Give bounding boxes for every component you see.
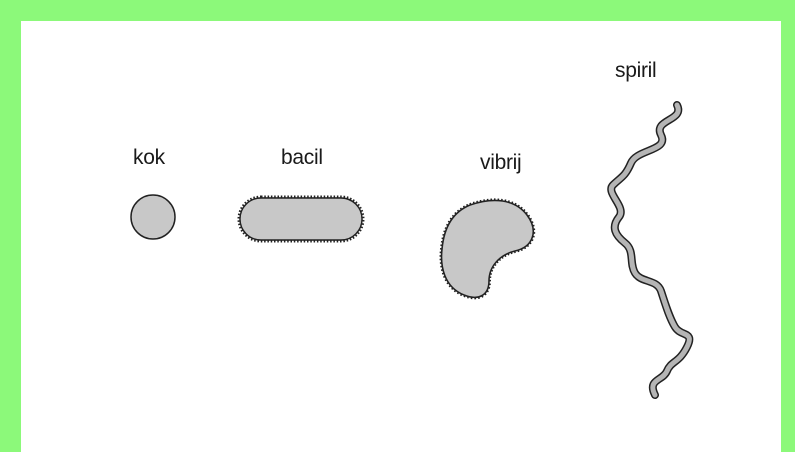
coccus-shape (131, 195, 175, 239)
bacillus-shape (239, 197, 363, 241)
spirillum-shape (611, 105, 689, 395)
diagram-panel: kok bacil vibrij spiril (21, 21, 781, 452)
vibrio-shape (442, 200, 534, 297)
bacteria-shapes (21, 21, 781, 452)
